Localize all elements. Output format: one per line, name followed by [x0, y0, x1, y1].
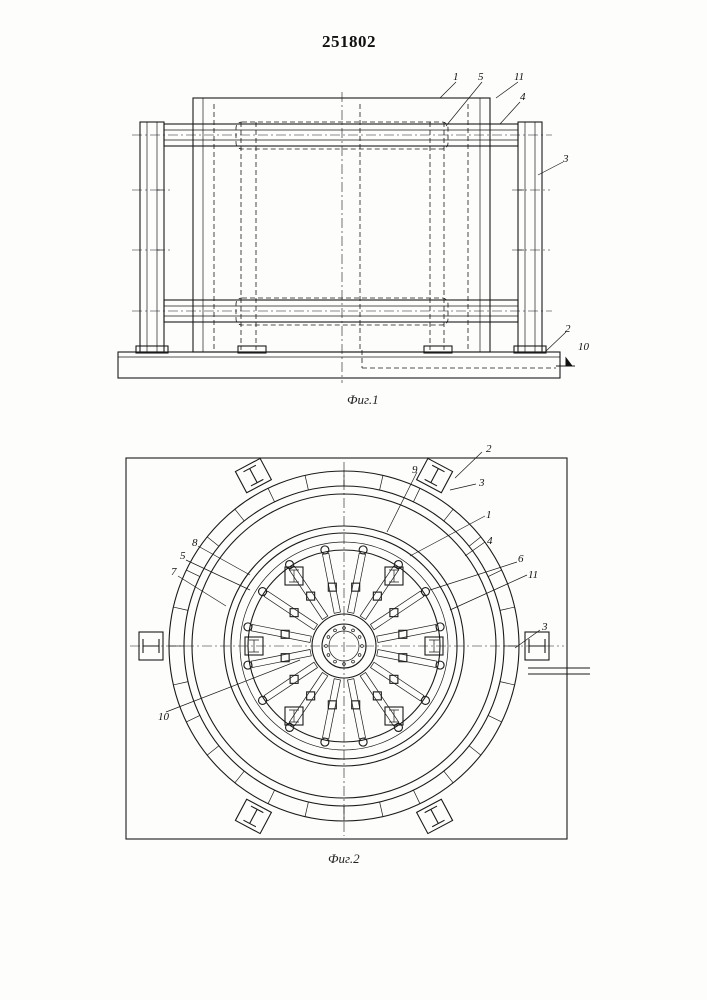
svg-text:5: 5 [478, 71, 484, 83]
tube-end [436, 661, 444, 669]
ibeam-support [235, 458, 271, 492]
svg-text:4: 4 [520, 91, 526, 103]
ring-tick [173, 607, 188, 610]
ibeam-profile [425, 806, 445, 827]
svg-text:7: 7 [171, 566, 177, 578]
svg-text:2: 2 [565, 323, 571, 335]
svg-text:4: 4 [487, 535, 493, 547]
base-plate [118, 352, 560, 378]
hub-hole [358, 654, 361, 657]
hub-hole [327, 636, 330, 639]
radial-tube [264, 591, 317, 630]
ring-tick [268, 790, 275, 804]
svg-text:11: 11 [514, 71, 524, 83]
ring-tick [500, 682, 515, 685]
svg-text:1: 1 [453, 71, 459, 83]
inner-ibeam-block [285, 567, 303, 585]
ring-tick [235, 509, 244, 521]
ring-tick [305, 802, 308, 817]
ring-tick [207, 746, 219, 755]
svg-text:2: 2 [486, 443, 492, 455]
radial-tube [264, 662, 317, 701]
tube-end [359, 546, 367, 554]
svg-text:3: 3 [478, 477, 485, 489]
fig2-plan: 2 3 9 1 4 6 11 8 5 7 3 10 [126, 443, 590, 839]
ring-tick [305, 475, 308, 490]
ring-tick [186, 570, 200, 577]
tube-clamp [373, 692, 381, 700]
radial-tube [360, 673, 399, 726]
radial-tube [360, 566, 399, 619]
ring-tick [186, 715, 200, 722]
ring-tick [413, 488, 420, 502]
ibeam-support [417, 458, 453, 492]
tube-clamp [390, 609, 398, 617]
tube-clamp [373, 592, 381, 600]
ibeam-profile [243, 806, 263, 827]
ibeam-support [417, 799, 453, 833]
ring-tick [235, 771, 244, 783]
ring-tick [444, 771, 453, 783]
ring-tick [488, 570, 502, 577]
inner-ibeam-block [285, 707, 303, 725]
svg-text:10: 10 [578, 341, 590, 353]
ring-tick [469, 746, 481, 755]
tube-clamp [390, 675, 398, 683]
svg-text:1: 1 [486, 509, 492, 521]
ring-tick [500, 607, 515, 610]
hub-hole [334, 629, 337, 632]
ring-tick [469, 537, 481, 546]
ibeam-support [235, 799, 271, 833]
inner-ibeam-block [385, 567, 403, 585]
tube-end [436, 623, 444, 631]
svg-text:11: 11 [528, 569, 538, 581]
svg-text:9: 9 [412, 464, 418, 476]
ring-tick [173, 682, 188, 685]
radial-tube [289, 673, 328, 726]
ibeam-profile [425, 465, 445, 486]
ring-tick [444, 509, 453, 521]
tube-clamp [290, 675, 298, 683]
ring-tick [380, 802, 383, 817]
ring-tick [268, 488, 275, 502]
ring-tick [413, 790, 420, 804]
ring-tick [207, 537, 219, 546]
tube-clamp [307, 692, 315, 700]
tube-end [359, 738, 367, 746]
fig1-elevation: 1 5 11 4 3 2 10 [118, 71, 590, 383]
tube-end [244, 623, 252, 631]
casing [193, 98, 490, 352]
tube-end [321, 546, 329, 554]
tube-end [321, 738, 329, 746]
radial-tube [289, 566, 328, 619]
hub-hole [352, 660, 355, 663]
svg-text:8: 8 [192, 537, 198, 549]
hub-hole [334, 660, 337, 663]
hub-hole [325, 645, 328, 648]
hub-hole [352, 629, 355, 632]
radial-tube [371, 662, 424, 701]
inner-ibeam-block [385, 707, 403, 725]
tube-clamp [290, 609, 298, 617]
svg-text:3: 3 [562, 153, 569, 165]
hub-hole [358, 636, 361, 639]
svg-text:3: 3 [541, 621, 548, 633]
svg-text:6: 6 [518, 553, 524, 565]
tube-end [244, 661, 252, 669]
hub-hole [327, 654, 330, 657]
svg-text:10: 10 [158, 711, 170, 723]
fig1-reference-labels: 1 5 11 4 3 2 10 [453, 71, 590, 353]
ibeam-profile [243, 465, 263, 486]
tube-clamp [307, 592, 315, 600]
ring-tick [488, 715, 502, 722]
radial-tube [371, 591, 424, 630]
svg-text:5: 5 [180, 550, 186, 562]
ring-tick [380, 475, 383, 490]
hub-hole [361, 645, 364, 648]
